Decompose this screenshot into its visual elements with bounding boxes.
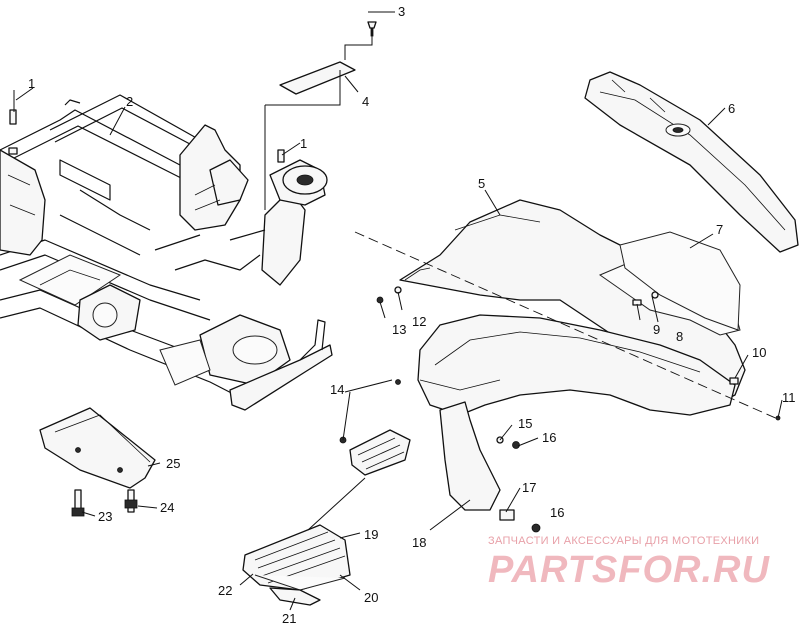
callout-5: 5 — [478, 176, 485, 191]
callout-1-second: 1 — [300, 136, 307, 151]
rack-part-6 — [584, 71, 799, 253]
callout-14: 14 — [330, 382, 344, 397]
watermark-logo: PARTSFOR.RU — [488, 549, 770, 591]
callout-13: 13 — [392, 322, 406, 337]
callout-20: 20 — [364, 590, 378, 605]
hardware — [8, 21, 781, 533]
bolt-part-23 — [71, 489, 85, 517]
frame-assembly — [0, 94, 333, 411]
callout-21: 21 — [282, 611, 296, 626]
callout-24: 24 — [160, 500, 174, 515]
callout-2: 2 — [126, 94, 133, 109]
watermark-caption: ЗАПЧАСТИ И АКСЕССУАРЫ ДЛЯ МОТОТЕХНИКИ — [488, 535, 759, 547]
callout-19: 19 — [364, 527, 378, 542]
callout-3: 3 — [398, 4, 405, 19]
callout-15: 15 — [518, 416, 532, 431]
callout-16: 16 — [542, 430, 556, 445]
bolt-part-24 — [124, 489, 138, 513]
watermark: ЗАПЧАСТИ И АКСЕССУАРЫ ДЛЯ МОТОТЕХНИКИ PA… — [488, 535, 770, 591]
callout-23: 23 — [98, 509, 112, 524]
callout-7: 7 — [716, 222, 723, 237]
callout-12: 12 — [412, 314, 426, 329]
plate-part-4 — [279, 61, 356, 95]
callout-17: 17 — [522, 480, 536, 495]
callout-8: 8 — [676, 329, 683, 344]
footrest-part-14 — [349, 429, 411, 476]
skid-plate-part-25 — [39, 407, 156, 489]
callout-4: 4 — [362, 94, 369, 109]
callout-25: 25 — [166, 456, 180, 471]
footboard-part-19 — [242, 524, 351, 591]
callout-labels: 1 1 2 3 4 5 6 7 8 9 10 11 12 13 14 15 16… — [28, 4, 796, 626]
flap-part-7 — [619, 231, 741, 331]
mudflap-part-18 — [439, 401, 501, 511]
leader-lines — [13, 11, 783, 611]
bracket-part-21 — [269, 587, 321, 606]
callout-18: 18 — [412, 535, 426, 550]
callout-9: 9 — [653, 322, 660, 337]
callout-16-second: 16 — [550, 505, 564, 520]
callout-1: 1 — [28, 76, 35, 91]
callout-6: 6 — [728, 101, 735, 116]
callout-10: 10 — [752, 345, 766, 360]
callout-11: 11 — [782, 390, 796, 405]
callout-22: 22 — [218, 583, 232, 598]
